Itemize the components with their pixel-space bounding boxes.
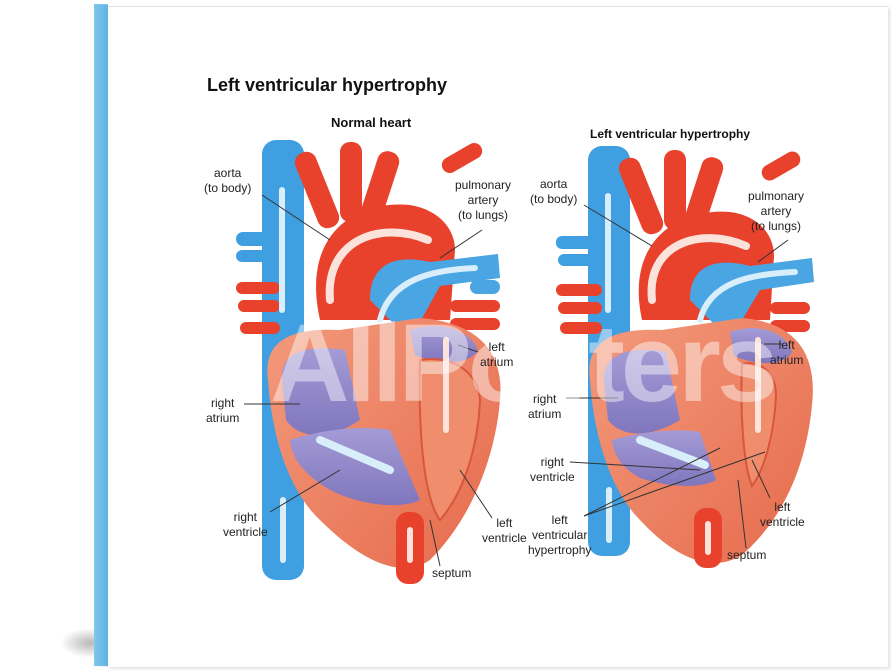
label-right-ventricle-normal: right ventricle	[223, 510, 268, 539]
leader-lines-normal	[244, 194, 493, 567]
label-pulmonary-normal: pulmonary artery (to lungs)	[455, 178, 512, 222]
normal-heart-illustration	[236, 140, 501, 584]
lvh-pulmonary-vein-red-3	[560, 322, 602, 334]
lvh-aorta-branch-3	[682, 157, 724, 235]
normal-heart-heading: Normal heart	[331, 115, 412, 130]
lvh-pulmonary-vein-red-right-2	[770, 302, 810, 314]
left-ventricle-chamber	[418, 358, 482, 522]
lvh-heart-illustration	[556, 146, 814, 568]
lvh-pulmonary-vein-red-2	[558, 302, 602, 314]
label-aorta-lvh: aorta (to body)	[530, 177, 578, 206]
lvh-aorta-branch-2	[664, 150, 686, 230]
pulmonary-vein-red-2	[238, 300, 280, 312]
pulmonary-vein-red-right-1	[441, 143, 483, 173]
right-atrium-chamber	[281, 348, 360, 435]
lvh-pulmonary-vein-lower	[558, 254, 598, 266]
lvh-pulmonary-vein-red-1	[556, 284, 602, 296]
label-septum-lvh: septum	[727, 548, 767, 562]
right-ventricle-chamber	[290, 428, 420, 506]
diagram-title: Left ventricular hypertrophy	[207, 75, 448, 95]
label-septum-normal: septum	[432, 566, 472, 580]
lvh-right-atrium-chamber	[603, 349, 680, 434]
label-right-ventricle-lvh: right ventricle	[530, 455, 575, 484]
label-pulmonary-lvh: pulmonary artery (to lungs)	[748, 189, 805, 233]
label-lvh: left ventricular hypertrophy	[528, 513, 592, 557]
lvh-pulmonary-vein-red-right-1	[761, 151, 801, 181]
right-pulmonary-vein-lower	[236, 250, 272, 262]
pulmonary-artery	[370, 254, 500, 340]
lvh-heart-heading: Left ventricular hypertrophy	[590, 127, 751, 141]
flow-arrow-pulmonary	[377, 265, 478, 323]
lvh-right-ventricle-chamber	[612, 430, 716, 486]
leader-lines-lvh	[566, 204, 789, 549]
lvh-pulmonary-artery	[690, 258, 814, 340]
flow-arrow-rv	[316, 436, 394, 474]
pulmonary-vein-red-3	[240, 322, 280, 334]
watermark: AllPosters	[270, 302, 778, 425]
aorta-branch-2	[340, 142, 362, 222]
lvh-flow-arrow-aorta	[647, 234, 750, 304]
pulmonary-artery-branch	[470, 280, 500, 294]
aorta-branch-1	[294, 151, 340, 229]
pulmonary-vein-red-right-2	[450, 300, 500, 312]
label-left-ventricle-normal: left ventricle	[482, 516, 527, 545]
label-left-ventricle-lvh: left ventricle	[760, 500, 805, 529]
flow-arrow-aorta	[325, 228, 432, 304]
label-aorta-normal: aorta (to body)	[204, 166, 252, 195]
label-left-atrium-normal: left atrium	[480, 340, 514, 369]
pulmonary-vein-red-right-3	[450, 318, 500, 330]
lvh-pulmonary-vein-upper	[556, 236, 598, 249]
pulmonary-vein-red-1	[236, 282, 280, 294]
lvh-aorta-branch-1	[618, 157, 664, 235]
label-right-atrium-normal: right atrium	[206, 396, 240, 425]
right-pulmonary-vein-upper	[236, 232, 276, 246]
label-left-atrium-lvh: left atrium	[770, 338, 804, 367]
lvh-flow-arrow-pulmonary	[697, 269, 798, 323]
label-right-atrium-lvh: right atrium	[528, 392, 562, 421]
